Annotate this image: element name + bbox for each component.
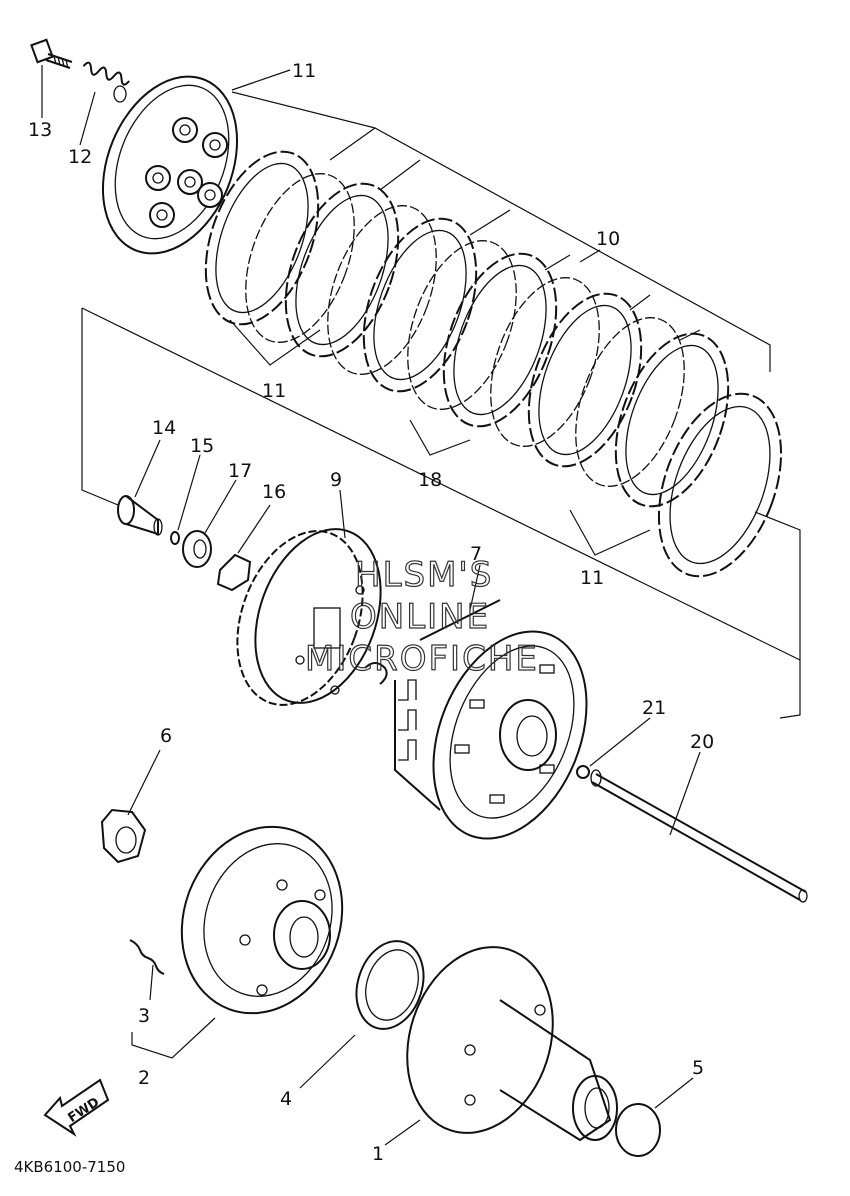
callout-labels: 11 13 12 10 11 14 15 17 16 9 18 7 11 21 … (28, 60, 714, 1165)
callout-12: 18 (418, 469, 442, 491)
drawing-code: 4KB6100-7150 (14, 1158, 125, 1176)
callout-9: 9 (330, 469, 342, 491)
clutch-plates-stack (204, 150, 783, 578)
part-14-spring (82, 61, 130, 103)
part-16-shaft (117, 495, 163, 536)
callout-11-top: 11 (262, 380, 286, 402)
watermark: HLSM'S ONLINE MICROFICHE (304, 554, 539, 679)
callout-2: 2 (138, 1067, 150, 1089)
part-9-clutch-boss (236, 528, 382, 706)
part-7-clutch-housing (394, 599, 588, 840)
part-4-one-way-clutch (355, 940, 425, 1030)
part-8-circlip (364, 662, 388, 685)
part-3-spring (129, 939, 165, 975)
part-2-centrifugal-clutch (180, 825, 344, 1015)
leader-lines (41, 65, 701, 1146)
forward-direction-arrow: FWD (43, 1078, 110, 1137)
callout-17: 15 (190, 435, 214, 457)
callout-5: 5 (692, 1057, 704, 1079)
part-21-ball (576, 765, 590, 779)
part-5-o-ring (615, 1103, 661, 1157)
callout-18: 16 (262, 481, 286, 503)
part-6-nut (100, 808, 147, 864)
leader-10-bracket (231, 91, 771, 372)
callout-1: 1 (372, 1143, 384, 1165)
callout-6: 6 (160, 725, 172, 747)
callout-10: 10 (596, 228, 620, 250)
callout-16: 14 (152, 417, 176, 439)
part-15-bolt (30, 38, 73, 69)
callout-15: 13 (28, 119, 52, 141)
watermark-line-1: HLSM'S (355, 555, 493, 595)
callout-13: 11 (292, 60, 316, 82)
callout-20: 20 (690, 731, 714, 753)
watermark-line-2: ONLINE (350, 597, 490, 637)
part-17-o-ring (170, 531, 180, 545)
part-18-lock-washer (216, 553, 252, 592)
callout-21: 21 (642, 697, 666, 719)
callout-4: 4 (280, 1088, 292, 1110)
part-20-push-rod (590, 769, 808, 903)
part-13-pressure-plate (101, 75, 239, 255)
callout-14: 12 (68, 146, 92, 168)
part-19-washer (182, 530, 212, 568)
callout-3: 3 (138, 1005, 150, 1027)
watermark-line-3: MICROFICHE (305, 639, 539, 679)
callout-19: 17 (228, 460, 252, 482)
callout-11-bottom: 11 (580, 567, 604, 589)
part-1-clutch-carrier (406, 946, 618, 1142)
callout-7: 7 (470, 543, 482, 565)
